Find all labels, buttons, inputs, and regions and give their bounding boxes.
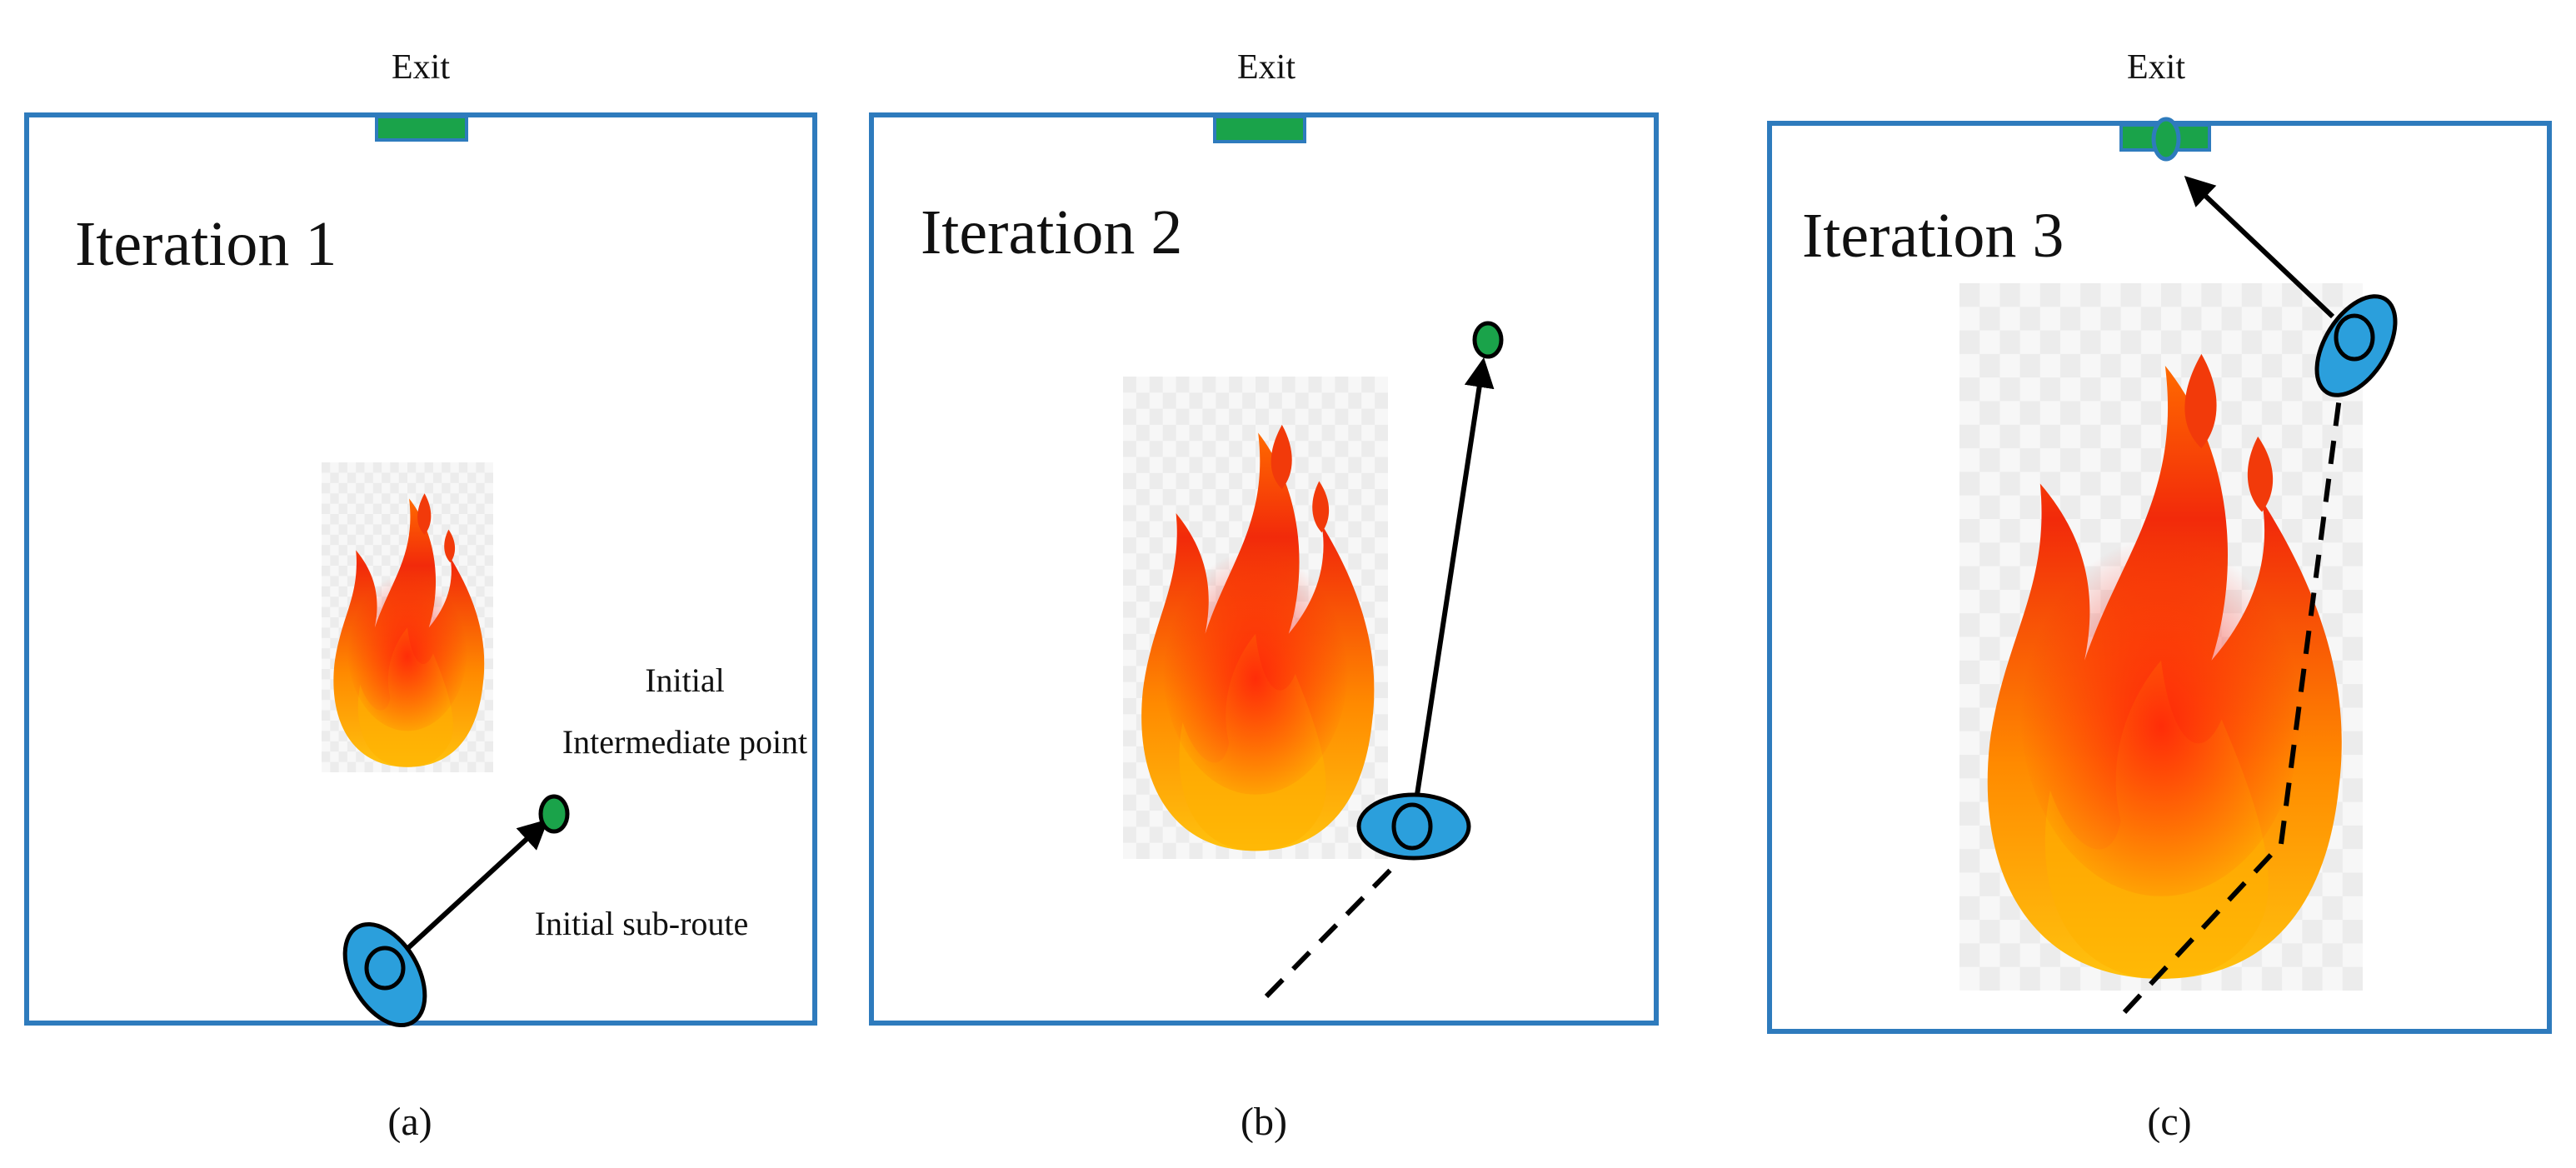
exit-door bbox=[375, 115, 468, 142]
person-icon bbox=[342, 921, 427, 1028]
exit-door bbox=[1213, 115, 1306, 143]
panel-c: Exit Iteration 3 (c) bbox=[1767, 48, 2552, 1144]
fire-icon bbox=[1959, 283, 2363, 991]
traversed-path bbox=[1264, 861, 1399, 999]
panel-a: Exit Iteration 1 Initial Intermediate po… bbox=[24, 48, 817, 1144]
intermediate-point-label-line1: Initial bbox=[645, 661, 725, 699]
intermediate-point-icon bbox=[1472, 321, 1504, 359]
exit-label: Exit bbox=[1237, 48, 1295, 87]
intermediate-point-icon bbox=[538, 794, 570, 834]
intermediate-point-label-line2: Intermediate point bbox=[562, 723, 807, 761]
initial-sub-route-label: Initial sub-route bbox=[535, 905, 749, 942]
intermediate-point-icon bbox=[2151, 117, 2181, 162]
sub-route-arrow bbox=[2184, 176, 2335, 319]
panel-b: Exit Iteration 2 (b) bbox=[869, 48, 1659, 1144]
fire-icon bbox=[1123, 377, 1388, 859]
panel-caption: (b) bbox=[1241, 1100, 1287, 1144]
traversed-path bbox=[2122, 384, 2344, 1015]
panel-caption: (c) bbox=[2147, 1100, 2191, 1144]
fire-icon bbox=[322, 462, 493, 772]
sub-route-arrow bbox=[1411, 357, 1495, 817]
person-icon bbox=[1356, 792, 1471, 861]
panel-caption: (a) bbox=[387, 1100, 432, 1144]
person-icon bbox=[2314, 294, 2398, 397]
iteration-label: Iteration 2 bbox=[921, 197, 1182, 267]
iteration-label: Iteration 1 bbox=[75, 209, 337, 279]
exit-label: Exit bbox=[392, 48, 450, 87]
exit-label: Exit bbox=[2127, 48, 2185, 87]
iteration-label: Iteration 3 bbox=[1802, 201, 2064, 271]
initial-sub-route-arrow bbox=[387, 819, 549, 967]
